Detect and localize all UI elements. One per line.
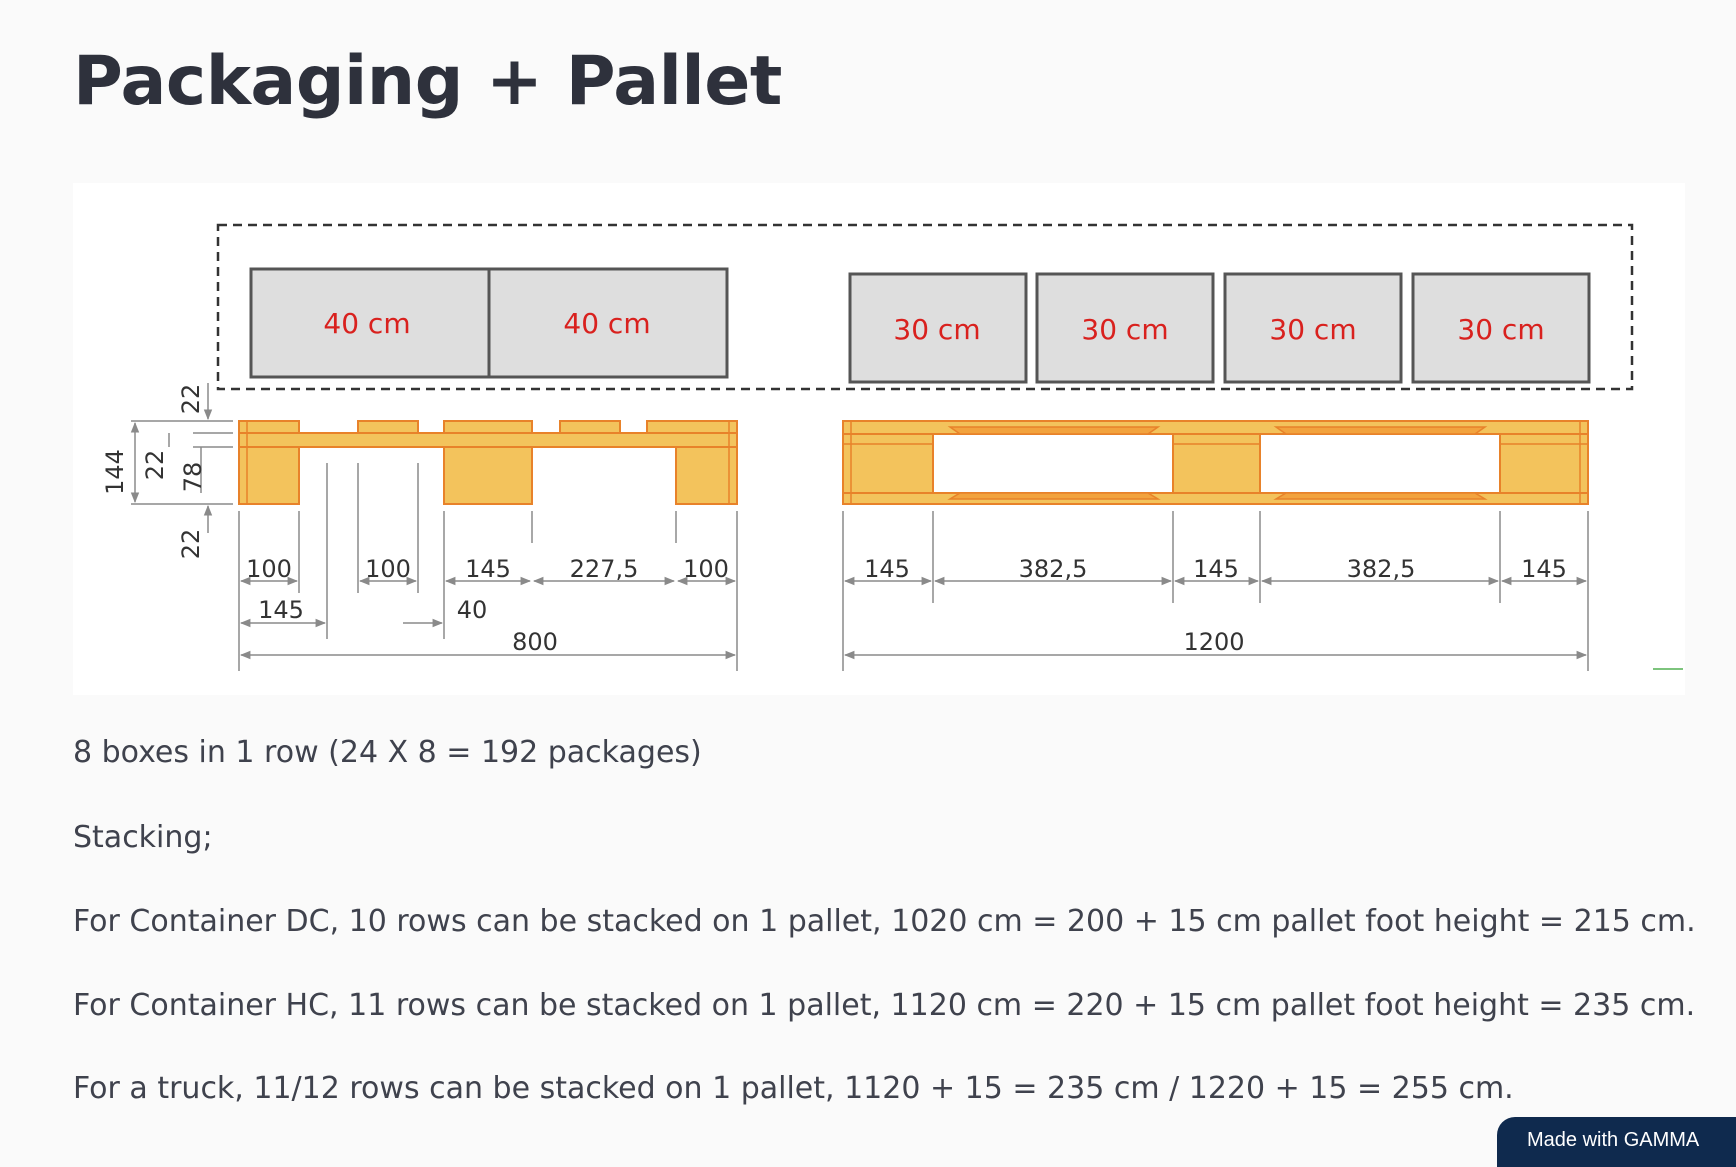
dim-label: 145 bbox=[1521, 555, 1567, 583]
box-40-group: 40 cm 40 cm bbox=[249, 267, 729, 379]
truck-text: For a truck, 11/12 rows can be stacked o… bbox=[73, 1071, 1514, 1106]
pallet-board bbox=[559, 420, 621, 434]
dims-1200: 145 382,5 145 382,5 145 1200 bbox=[864, 555, 1567, 656]
box-30-c bbox=[1223, 272, 1403, 384]
pallet-board bbox=[646, 420, 738, 434]
stacking-heading: Stacking; bbox=[73, 820, 213, 855]
pallet-block bbox=[842, 433, 934, 494]
dim-label: 145 bbox=[258, 596, 304, 624]
dim-label: 100 bbox=[683, 555, 729, 583]
box-label: 30 cm bbox=[1457, 313, 1544, 346]
box-label: 30 cm bbox=[893, 313, 980, 346]
box-30-a bbox=[848, 272, 1028, 384]
side-dims: 22 144 22 78 22 bbox=[101, 384, 207, 560]
pallet-diagram: 40 cm 40 cm 30 cm 30 cm 30 cm 30 cm bbox=[73, 183, 1685, 695]
container-dc-text: For Container DC, 10 rows can be stacked… bbox=[73, 904, 1696, 939]
dims-800: 100 100 145 227,5 100 145 40 800 bbox=[246, 555, 729, 656]
dim-total: 800 bbox=[512, 628, 558, 656]
box-enclosure bbox=[216, 223, 1634, 391]
page-title: Packaging + Pallet bbox=[73, 42, 782, 121]
dim-label: 382,5 bbox=[1347, 555, 1416, 583]
box-label: 30 cm bbox=[1269, 313, 1356, 346]
dim-label: 145 bbox=[864, 555, 910, 583]
made-with-badge[interactable]: Made with GAMMA bbox=[1497, 1117, 1736, 1167]
pallet-800 bbox=[238, 420, 738, 505]
pallet-block bbox=[675, 446, 738, 505]
pallet-block bbox=[1499, 433, 1589, 494]
box-label: 30 cm bbox=[1081, 313, 1168, 346]
dim-side-label: 22 bbox=[177, 529, 205, 560]
dim-side-label: 144 bbox=[101, 449, 129, 495]
fork-slot bbox=[947, 492, 1161, 500]
dim-side-label: 22 bbox=[177, 384, 205, 415]
dim-side-label: 78 bbox=[179, 462, 207, 493]
pallet-block bbox=[1172, 433, 1261, 494]
box-label: 40 cm bbox=[563, 307, 650, 340]
pallet-block bbox=[443, 446, 533, 505]
dim-label: 100 bbox=[246, 555, 292, 583]
box-label: 40 cm bbox=[323, 307, 410, 340]
dim-label: 40 bbox=[457, 596, 488, 624]
dim-label: 100 bbox=[365, 555, 411, 583]
fork-slot bbox=[1273, 426, 1488, 435]
boxes-per-row-text: 8 boxes in 1 row (24 X 8 = 192 packages) bbox=[73, 735, 702, 770]
dimension-lines bbox=[130, 383, 1589, 671]
dim-label: 227,5 bbox=[570, 555, 639, 583]
fork-slot bbox=[1273, 492, 1488, 500]
pallet-block bbox=[238, 446, 300, 505]
box-40-b bbox=[487, 267, 729, 379]
dim-total: 1200 bbox=[1183, 628, 1244, 656]
dim-label: 145 bbox=[465, 555, 511, 583]
box-30-d bbox=[1411, 272, 1591, 384]
pallet-1200 bbox=[842, 420, 1589, 505]
box-30-b bbox=[1035, 272, 1215, 384]
dim-label: 382,5 bbox=[1019, 555, 1088, 583]
pallet-stringer bbox=[238, 432, 738, 448]
dim-side-label: 22 bbox=[141, 450, 169, 481]
dim-label: 145 bbox=[1193, 555, 1239, 583]
box-40-a bbox=[249, 267, 491, 379]
pallet-board bbox=[238, 420, 300, 434]
pallet-board bbox=[443, 420, 533, 434]
box-30-group: 30 cm 30 cm 30 cm 30 cm bbox=[848, 272, 1591, 384]
fork-slot bbox=[947, 426, 1161, 435]
container-hc-text: For Container HC, 11 rows can be stacked… bbox=[73, 988, 1696, 1023]
pallet-board bbox=[357, 420, 419, 434]
